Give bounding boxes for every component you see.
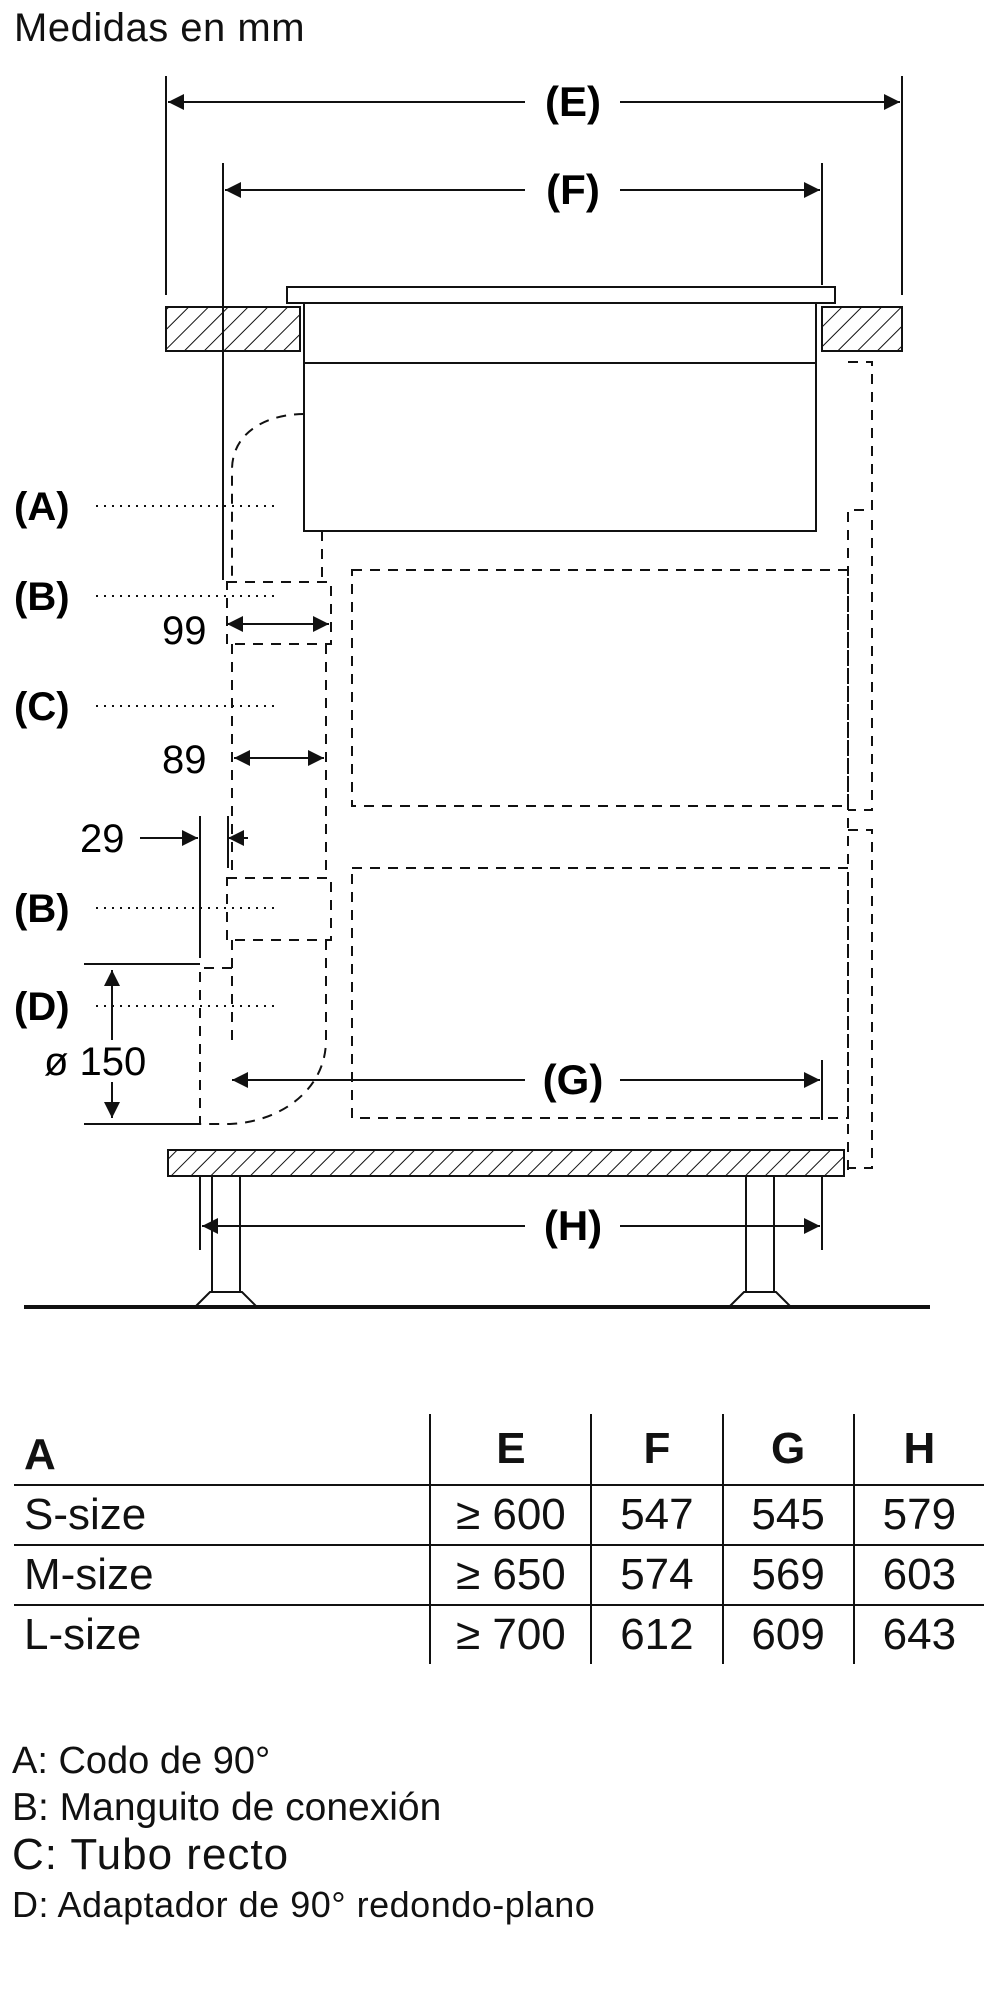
table-cell: 609 [721, 1605, 854, 1664]
dimension-e-label: (E) [545, 78, 601, 125]
table-cell: ≥ 700 [429, 1605, 592, 1664]
table-header: A [14, 1414, 431, 1486]
dimension-table: A E F G H S-size ≥ 600 547 545 579 M-siz… [14, 1414, 984, 1664]
callout-b-lower: (B) [14, 887, 70, 931]
dimension-g [232, 1060, 823, 1120]
units-caption: Medidas en mm [14, 6, 306, 50]
table-cell: 579 [852, 1485, 984, 1546]
table-cell: 545 [721, 1485, 854, 1546]
table-cell: 569 [721, 1545, 854, 1606]
legend-item-d: D: Adaptador de 90° redondo-plano [12, 1884, 596, 1925]
measure-99: 99 [162, 609, 207, 653]
table-header: E [429, 1414, 592, 1486]
table-cell: ≥ 600 [429, 1485, 592, 1546]
callout-d: (D) [14, 985, 70, 1029]
cabinet-legs [193, 1175, 793, 1307]
measure-arrows [84, 616, 329, 1125]
measure-diameter: ø 150 [44, 1040, 146, 1084]
duct-path [199, 413, 332, 1125]
table-row: L-size ≥ 700 612 609 643 [14, 1605, 984, 1664]
drawer-outlines [351, 569, 849, 1119]
callout-c: (C) [14, 685, 70, 729]
dimension-h-label: (H) [544, 1202, 602, 1249]
measure-89: 89 [162, 738, 207, 782]
table-header-row: A E F G H [14, 1414, 984, 1486]
dimension-g-label: (G) [543, 1056, 604, 1103]
table-cell: ≥ 650 [429, 1545, 592, 1606]
table-cell: 574 [590, 1545, 723, 1606]
table-cell: M-size [14, 1545, 431, 1606]
cabinet-side-dashed [847, 361, 873, 1170]
dimension-f [222, 163, 823, 580]
worktop [165, 306, 903, 352]
table-row: S-size ≥ 600 547 545 579 [14, 1485, 984, 1546]
installation-diagram: (E) (F) [14, 76, 930, 1309]
measure-29: 29 [80, 817, 125, 861]
table-cell: 643 [852, 1605, 984, 1664]
table-cell: S-size [14, 1485, 431, 1546]
table-row: M-size ≥ 650 574 569 603 [14, 1545, 984, 1606]
table-cell: 547 [590, 1485, 723, 1546]
dimension-e [165, 76, 903, 295]
table-header: F [590, 1414, 723, 1486]
legend-item-a: A: Codo de 90° [12, 1740, 271, 1782]
dimension-h [199, 1176, 823, 1250]
table-header: G [721, 1414, 854, 1486]
cabinet-base [167, 1149, 845, 1177]
table-cell: 603 [852, 1545, 984, 1606]
table-header: H [852, 1414, 984, 1486]
legend-item-b: B: Manguito de conexión [12, 1786, 442, 1829]
callout-b-upper: (B) [14, 575, 70, 619]
table-cell: L-size [24, 1610, 142, 1659]
table-cell: 612 [590, 1605, 723, 1664]
cooktop [286, 286, 836, 532]
callout-a: (A) [14, 485, 70, 529]
dimension-f-label: (F) [546, 166, 600, 213]
legend-item-c: C: Tubo recto [12, 1830, 290, 1879]
